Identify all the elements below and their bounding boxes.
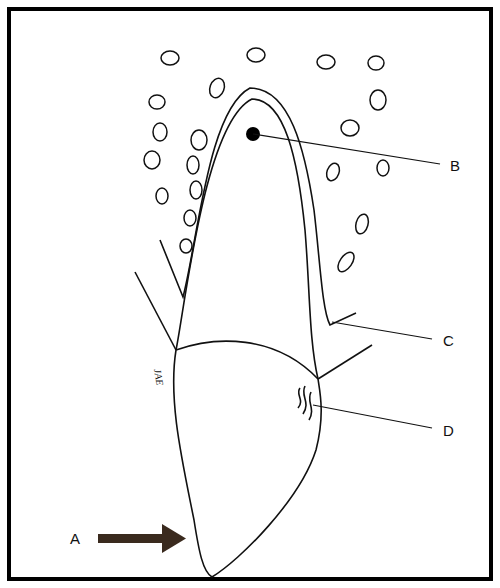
crown-outline (174, 350, 322, 577)
force-arrow (98, 524, 186, 553)
leader-lines (253, 134, 440, 428)
callout-letter: D (443, 423, 454, 438)
callout-letter: C (443, 333, 454, 348)
tooth-outline (135, 88, 372, 577)
callout-letter: B (450, 158, 460, 173)
cementoenamel-junction (176, 341, 318, 379)
gingiva-right (318, 345, 372, 379)
bone-trabeculae (144, 48, 389, 274)
frame-border (9, 9, 491, 579)
gingiva-left (135, 272, 176, 350)
artist-signature: JAE (152, 368, 165, 386)
callout-letter: A (70, 531, 80, 546)
alveolar-bone-line (160, 88, 356, 325)
crack-lines (298, 386, 312, 420)
